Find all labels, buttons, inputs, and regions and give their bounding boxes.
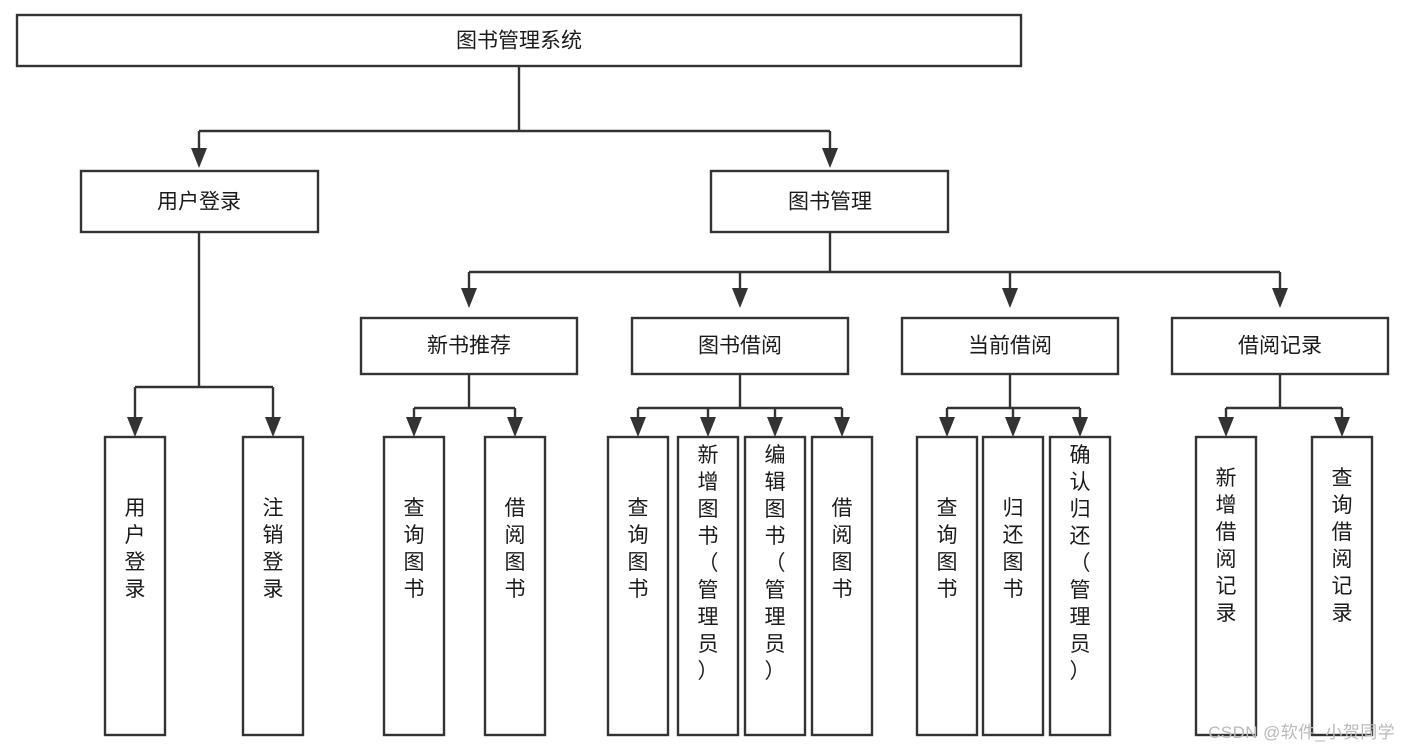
node-current-borrow-label: 当前借阅 bbox=[968, 335, 1052, 358]
leaf-logout-box bbox=[241, 435, 305, 737]
leaf-user-login-box bbox=[103, 435, 167, 737]
arrow-to-book-management bbox=[822, 148, 838, 168]
node-user-login[interactable]: 用户登录 bbox=[79, 169, 320, 234]
leaf-user-login-label: 用户登录 bbox=[125, 497, 146, 601]
arrow-to-leaf-user-login bbox=[127, 417, 143, 437]
leaf-borrow-query-book[interactable]: 查询图书 bbox=[606, 435, 670, 737]
node-book-borrow[interactable]: 图书借阅 bbox=[630, 316, 850, 376]
leaf-recommend-borrow-book-box bbox=[483, 435, 547, 737]
node-borrow-record[interactable]: 借阅记录 bbox=[1170, 316, 1390, 376]
leaf-recommend-query-book-label: 查询图书 bbox=[404, 497, 425, 601]
connector-root-to-level2 bbox=[191, 66, 838, 168]
arrow-to-leaf-borrow-book-1 bbox=[507, 417, 523, 437]
arrow-to-leaf-query-record bbox=[1334, 417, 1350, 437]
leaf-add-book-box bbox=[676, 435, 740, 737]
node-root-box bbox=[15, 13, 1023, 68]
arrow-to-current-borrow bbox=[1002, 288, 1018, 308]
leaf-edit-book-label: 编辑图书（管理员） bbox=[765, 444, 786, 683]
leaf-borrow-borrow-book-box bbox=[810, 435, 874, 737]
connector-user-login-to-leaves bbox=[127, 232, 281, 437]
node-root-label: 图书管理系统 bbox=[456, 30, 582, 53]
leaf-current-query-book[interactable]: 查询图书 bbox=[915, 435, 979, 737]
leaf-query-borrow-record-box bbox=[1310, 435, 1374, 737]
leaf-confirm-return-box bbox=[1048, 435, 1112, 737]
node-user-login-box bbox=[79, 169, 320, 234]
csdn-watermark: CSDN @软件_小贺同学 bbox=[1208, 723, 1395, 742]
leaf-recommend-query-book-box bbox=[382, 435, 446, 737]
leaf-query-borrow-record-label: 查询借阅记录 bbox=[1332, 467, 1353, 625]
connector-current-borrow-to-leaves bbox=[939, 374, 1088, 437]
node-current-borrow-box bbox=[900, 316, 1120, 376]
leaf-recommend-borrow-book-label: 借阅图书 bbox=[505, 497, 526, 601]
arrow-to-leaf-confirm-return bbox=[1072, 417, 1088, 437]
leaf-query-borrow-record[interactable]: 查询借阅记录 bbox=[1310, 435, 1374, 737]
leaf-edit-book[interactable]: 编辑图书（管理员） bbox=[743, 435, 807, 737]
arrow-to-book-borrow bbox=[732, 288, 748, 308]
leaf-recommend-query-book[interactable]: 查询图书 bbox=[382, 435, 446, 737]
leaf-current-query-book-label: 查询图书 bbox=[937, 497, 958, 601]
connector-book-borrow-to-leaves bbox=[630, 374, 850, 437]
leaf-add-borrow-record-box bbox=[1194, 435, 1258, 737]
node-book-borrow-label: 图书借阅 bbox=[698, 335, 782, 358]
arrow-to-leaf-add-book bbox=[700, 417, 716, 437]
node-book-management-label: 图书管理 bbox=[788, 191, 872, 214]
node-borrow-record-label: 借阅记录 bbox=[1238, 335, 1322, 358]
node-current-borrow[interactable]: 当前借阅 bbox=[900, 316, 1120, 376]
arrow-to-leaf-query-book-3 bbox=[939, 417, 955, 437]
leaf-add-book-label: 新增图书（管理员） bbox=[698, 444, 719, 683]
leaf-recommend-borrow-book[interactable]: 借阅图书 bbox=[483, 435, 547, 737]
leaf-user-login[interactable]: 用户登录 bbox=[103, 435, 167, 737]
arrow-to-borrow-record bbox=[1272, 288, 1288, 308]
node-new-book-recommend-box bbox=[359, 316, 579, 376]
leaf-borrow-query-book-box bbox=[606, 435, 670, 737]
arrow-to-new-book-recommend bbox=[461, 288, 477, 308]
node-new-book-recommend[interactable]: 新书推荐 bbox=[359, 316, 579, 376]
arrow-to-leaf-return-book bbox=[1005, 417, 1021, 437]
node-book-management[interactable]: 图书管理 bbox=[709, 169, 950, 234]
leaf-borrow-borrow-book-label: 借阅图书 bbox=[832, 497, 853, 601]
leaf-logout[interactable]: 注销登录 bbox=[241, 435, 305, 737]
leaf-borrow-borrow-book[interactable]: 借阅图书 bbox=[810, 435, 874, 737]
leaf-return-book-box bbox=[981, 435, 1045, 737]
node-root[interactable]: 图书管理系统 bbox=[15, 13, 1023, 68]
leaf-return-book-label: 归还图书 bbox=[1003, 497, 1024, 601]
leaf-add-borrow-record-label: 新增借阅记录 bbox=[1216, 467, 1237, 625]
arrow-to-leaf-query-book-1 bbox=[406, 417, 422, 437]
arrow-to-leaf-edit-book bbox=[767, 417, 783, 437]
connector-new-book-recommend-to-leaves bbox=[406, 374, 523, 437]
arrow-to-leaf-logout bbox=[265, 417, 281, 437]
leaf-add-borrow-record[interactable]: 新增借阅记录 bbox=[1194, 435, 1258, 737]
connector-borrow-record-to-leaves bbox=[1218, 374, 1350, 437]
node-new-book-recommend-label: 新书推荐 bbox=[427, 335, 511, 358]
arrow-to-leaf-add-record bbox=[1218, 417, 1234, 437]
leaf-current-query-book-box bbox=[915, 435, 979, 737]
leaf-confirm-return-label: 确认归还（管理员） bbox=[1070, 444, 1091, 683]
leaf-return-book[interactable]: 归还图书 bbox=[981, 435, 1045, 737]
arrow-to-leaf-query-book-2 bbox=[630, 417, 646, 437]
leaf-add-book[interactable]: 新增图书（管理员） bbox=[676, 435, 740, 737]
node-user-login-label: 用户登录 bbox=[157, 191, 241, 214]
leaf-confirm-return[interactable]: 确认归还（管理员） bbox=[1048, 435, 1112, 737]
leaf-logout-label: 注销登录 bbox=[263, 497, 284, 601]
leaf-edit-book-box bbox=[743, 435, 807, 737]
connector-book-management-to-level3 bbox=[461, 232, 1288, 308]
arrow-to-user-login bbox=[191, 148, 207, 168]
arrow-to-leaf-borrow-book-2 bbox=[834, 417, 850, 437]
leaf-borrow-query-book-label: 查询图书 bbox=[628, 497, 649, 601]
